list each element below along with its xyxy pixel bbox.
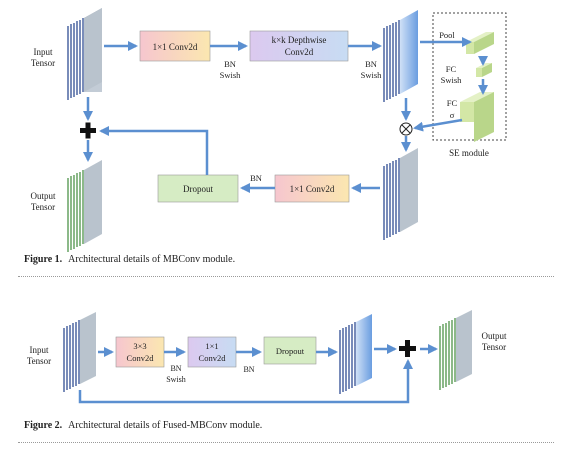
fig1-scaled-tensor	[383, 148, 418, 240]
fig1-dropout-box	[157, 174, 239, 203]
fig1-dw-box	[249, 30, 349, 62]
fig2-mid-tensor	[339, 314, 372, 394]
fig1-dw-label-1: k×k Depthwise	[272, 35, 327, 45]
se-fc-sigma-block	[460, 92, 494, 142]
fig1-input-label-2: Tensor	[31, 58, 55, 68]
fig1-input-label-1: Input	[34, 47, 53, 57]
fig2-conv3-box	[115, 336, 165, 368]
fig1-dropout-label: Dropout	[183, 184, 213, 194]
fig2-input-label-1: Input	[30, 345, 49, 355]
fig2-bn-swish-1: BN	[170, 364, 181, 373]
fig1-bn-swish-a-2: Swish	[220, 70, 242, 80]
fig2-input-label-2: Tensor	[27, 356, 51, 366]
fig1-conv2-box	[274, 174, 350, 203]
fig2-caption-text: Architectural details of Fused-MBConv mo…	[68, 420, 263, 431]
fig1-output-label-1: Output	[30, 191, 56, 201]
fig2-output-tensor	[439, 310, 472, 390]
fig1-bn-label: BN	[250, 173, 262, 183]
fig2-dropout-label: Dropout	[276, 346, 305, 356]
se-pool-block	[466, 32, 494, 54]
fig2-bn-label: BN	[243, 365, 254, 374]
fig2-caption-label: Figure 2.	[24, 420, 63, 431]
fig2-output-label-2: Tensor	[482, 342, 506, 352]
se-module-box	[432, 12, 507, 141]
fig2-input-tensor	[63, 312, 96, 392]
fig1-dw-label-2: Conv2d	[285, 47, 314, 57]
fig1-conv2-label: 1×1 Conv2d	[290, 184, 335, 194]
fig1-bn-swish-a-1: BN	[224, 59, 236, 69]
fig2-add-symbol	[399, 340, 416, 357]
fig1-output-tensor	[67, 160, 102, 252]
fig1-conv1-box	[139, 30, 211, 62]
se-pool-label: Pool	[439, 30, 455, 40]
fig1-bn-swish-b-2: Swish	[361, 70, 383, 80]
fig2-arrows	[78, 344, 438, 404]
fig1-expanded-tensor	[383, 10, 418, 102]
se-fc-sigma-label-1: FC	[447, 98, 458, 108]
fig1-arrows	[83, 37, 488, 193]
fig1-input-tensor	[66, 8, 102, 102]
se-fc-sigma-label-2: σ	[450, 110, 455, 120]
fig2-conv3-label-2: Conv2d	[127, 353, 155, 363]
fig2-bn-swish-2: Swish	[166, 375, 186, 384]
fig2-conv1-label-2: Conv2d	[199, 353, 227, 363]
fig1-caption-text: Architectural details of MBConv module.	[68, 254, 236, 265]
fig1-bn-swish-b-1: BN	[365, 59, 377, 69]
se-fc-swish-label-1: FC	[446, 64, 457, 74]
se-fc-swish-block	[476, 63, 492, 77]
fig1-conv1-label: 1×1 Conv2d	[153, 42, 198, 52]
fig2-separator	[18, 442, 554, 443]
fig2-conv1-box	[187, 336, 237, 368]
fig1-caption: Figure 1. Architectural details of MBConv…	[24, 254, 235, 265]
fig1-separator	[18, 276, 554, 277]
fig2-conv3-label-1: 3×3	[133, 341, 146, 351]
fig1-add-symbol	[80, 122, 96, 139]
se-fc-swish-label-2: Swish	[441, 75, 463, 85]
se-module-label: SE module	[449, 148, 489, 158]
fig1-caption-label: Figure 1.	[24, 254, 63, 265]
fig2-output-label-1: Output	[481, 331, 507, 341]
fig1-output-label-2: Tensor	[31, 202, 55, 212]
fig2-conv1-label-1: 1×1	[205, 341, 218, 351]
fig2-caption: Figure 2. Architectural details of Fused-…	[24, 420, 262, 431]
fig2-dropout-box	[263, 336, 317, 365]
